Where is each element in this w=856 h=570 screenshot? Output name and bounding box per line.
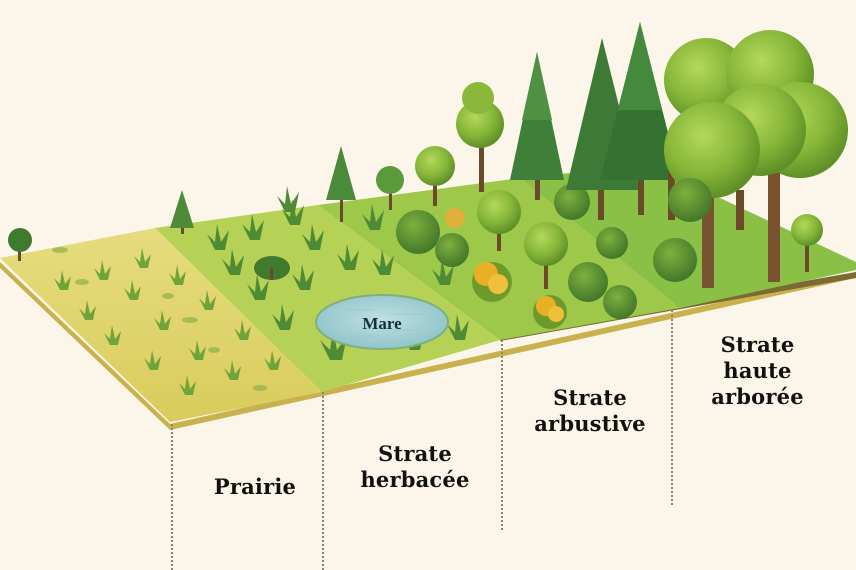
conifer-trees xyxy=(510,22,680,220)
gorse-bushes xyxy=(445,208,567,329)
divider-prairie-left xyxy=(171,424,173,570)
zone-label-herbaceous: Strate herbacée xyxy=(340,441,490,493)
large-deciduous-trees xyxy=(653,30,848,288)
shrub-zone-vegetation xyxy=(8,82,696,329)
shrub-label-line2: arbustive xyxy=(534,411,646,436)
prairie-grass-tufts xyxy=(54,248,281,395)
herbaceous-label-line2: herbacée xyxy=(360,467,470,492)
prairie-patches xyxy=(52,247,267,391)
divider-shrub-forest xyxy=(671,310,673,505)
pond-label: Mare xyxy=(362,314,402,333)
forest-label-line1: Strate xyxy=(720,332,795,357)
divider-herbaceous-shrub xyxy=(501,340,503,530)
prairie-label: Prairie xyxy=(213,474,297,499)
shrub-label-line1: Strate xyxy=(553,385,627,410)
zone-label-prairie: Prairie xyxy=(190,474,320,500)
herbaceous-label-line1: Strate xyxy=(378,441,452,466)
broadleaf-plant xyxy=(254,256,290,280)
zone-label-shrub: Strate arbustive xyxy=(515,385,665,437)
pond xyxy=(315,294,449,350)
forest-label-line2: haute xyxy=(723,358,792,383)
forest-label-line3: arborée xyxy=(711,384,804,409)
zone-label-forest: Strate haute arborée xyxy=(685,332,830,410)
divider-prairie-herbaceous xyxy=(322,392,324,570)
